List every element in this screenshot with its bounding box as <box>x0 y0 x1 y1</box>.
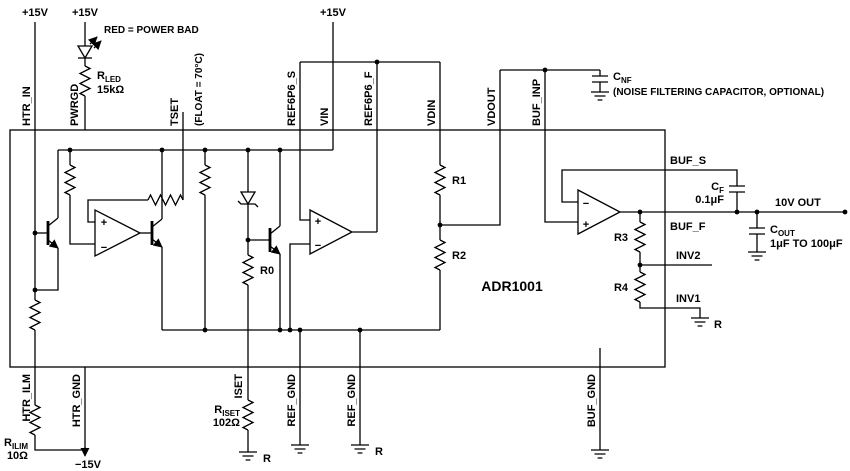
pin-label-vdin: VDIN <box>426 100 438 126</box>
supply-15v-led: +15V <box>72 7 99 19</box>
heater-opamp: + − <box>94 208 142 258</box>
cnf-label: CNF <box>613 71 632 85</box>
pin-label-htr-in: HTR_IN <box>21 86 33 126</box>
r3-label: R3 <box>614 232 628 244</box>
supply-neg15v: −15V <box>75 459 102 471</box>
pin-label-vin: VIN <box>319 108 331 126</box>
ground-ref-iset: R <box>263 453 271 465</box>
supply-15v-vin: +15V <box>320 7 347 19</box>
riset-value: 102Ω <box>213 417 240 429</box>
pin-label-htr-gnd: HTR_GND <box>71 374 83 427</box>
pin-label-pwrgd: PWRGD <box>69 84 81 126</box>
rled-value: 15kΩ <box>97 84 124 96</box>
led-icon <box>76 36 102 60</box>
pin-label-inv2: INV2 <box>676 250 700 262</box>
pin-label-buf-inp: BUF_INP <box>531 79 543 126</box>
pin-label-tset: TSET <box>169 98 181 126</box>
buffer-opamp-minus: − <box>583 198 589 210</box>
r1-label: R1 <box>452 175 466 187</box>
output-label: 10V OUT <box>775 197 821 209</box>
r4-label: R4 <box>614 282 629 294</box>
rilim-label: RILIM <box>4 437 28 451</box>
pin-label-inv1: INV1 <box>676 293 700 305</box>
rilim-value: 10Ω <box>7 450 28 462</box>
rled-label: RLED <box>97 70 121 84</box>
transistor-q2 <box>140 150 163 330</box>
pin-label-buf-f: BUF_F <box>670 221 706 233</box>
pin-label-buf-gnd: BUF_GND <box>586 374 598 427</box>
chip-name: ADR1001 <box>481 278 543 294</box>
pin-label-vdout: VDOUT <box>486 87 498 126</box>
reference-opamp-plus: + <box>315 216 321 228</box>
cnf-capacitor-icon <box>592 75 608 83</box>
cnf-note: (NOISE FILTERING CAPACITOR, OPTIONAL) <box>613 87 824 98</box>
ground-ref-inv1: R <box>714 319 722 331</box>
pin-label-buf-s: BUF_S <box>670 155 706 167</box>
reference-opamp: + − <box>309 208 354 256</box>
buffer-opamp: − + <box>577 188 622 236</box>
cf-capacitor-icon <box>729 185 745 193</box>
ground-icons <box>239 91 766 461</box>
chip-outline <box>9 129 666 368</box>
pin-label-htr-ilm: HTR_ILM <box>21 374 33 422</box>
cout-value: 1μF TO 100μF <box>770 238 843 250</box>
led-note: RED = POWER BAD <box>104 25 199 36</box>
cf-value: 0.1μF <box>695 194 724 206</box>
r0-label: R0 <box>260 265 274 277</box>
reference-opamp-minus: − <box>315 240 321 252</box>
pin-label-ref6p6-f: REF6P6_F <box>363 71 375 126</box>
pin-label-iset: ISET <box>233 374 245 399</box>
tset-note: (FLOAT = 70°C) <box>194 53 205 126</box>
cf-label: CF <box>711 181 724 195</box>
cout-capacitor-icon <box>749 227 765 235</box>
heater-opamp-minus: − <box>101 242 107 254</box>
riset-label: RISET <box>214 404 240 418</box>
pin-label-ref-gnd-2: REF_GND <box>346 374 358 427</box>
pin-label-ref-gnd-1: REF_GND <box>286 374 298 427</box>
buffer-opamp-plus: + <box>583 219 589 231</box>
ground-ref-refgnd: R <box>375 446 383 458</box>
transistor-q3 <box>248 150 281 330</box>
r2-label: R2 <box>452 250 466 262</box>
supply-15v-left: +15V <box>22 7 49 19</box>
transistor-q1 <box>35 150 59 291</box>
cout-label: COUT <box>770 224 795 238</box>
zener-diode-icon <box>237 191 259 208</box>
heater-opamp-plus: + <box>101 217 107 229</box>
junction-dots <box>32 59 848 453</box>
pin-label-ref6p6-s: REF6P6_S <box>286 71 298 126</box>
